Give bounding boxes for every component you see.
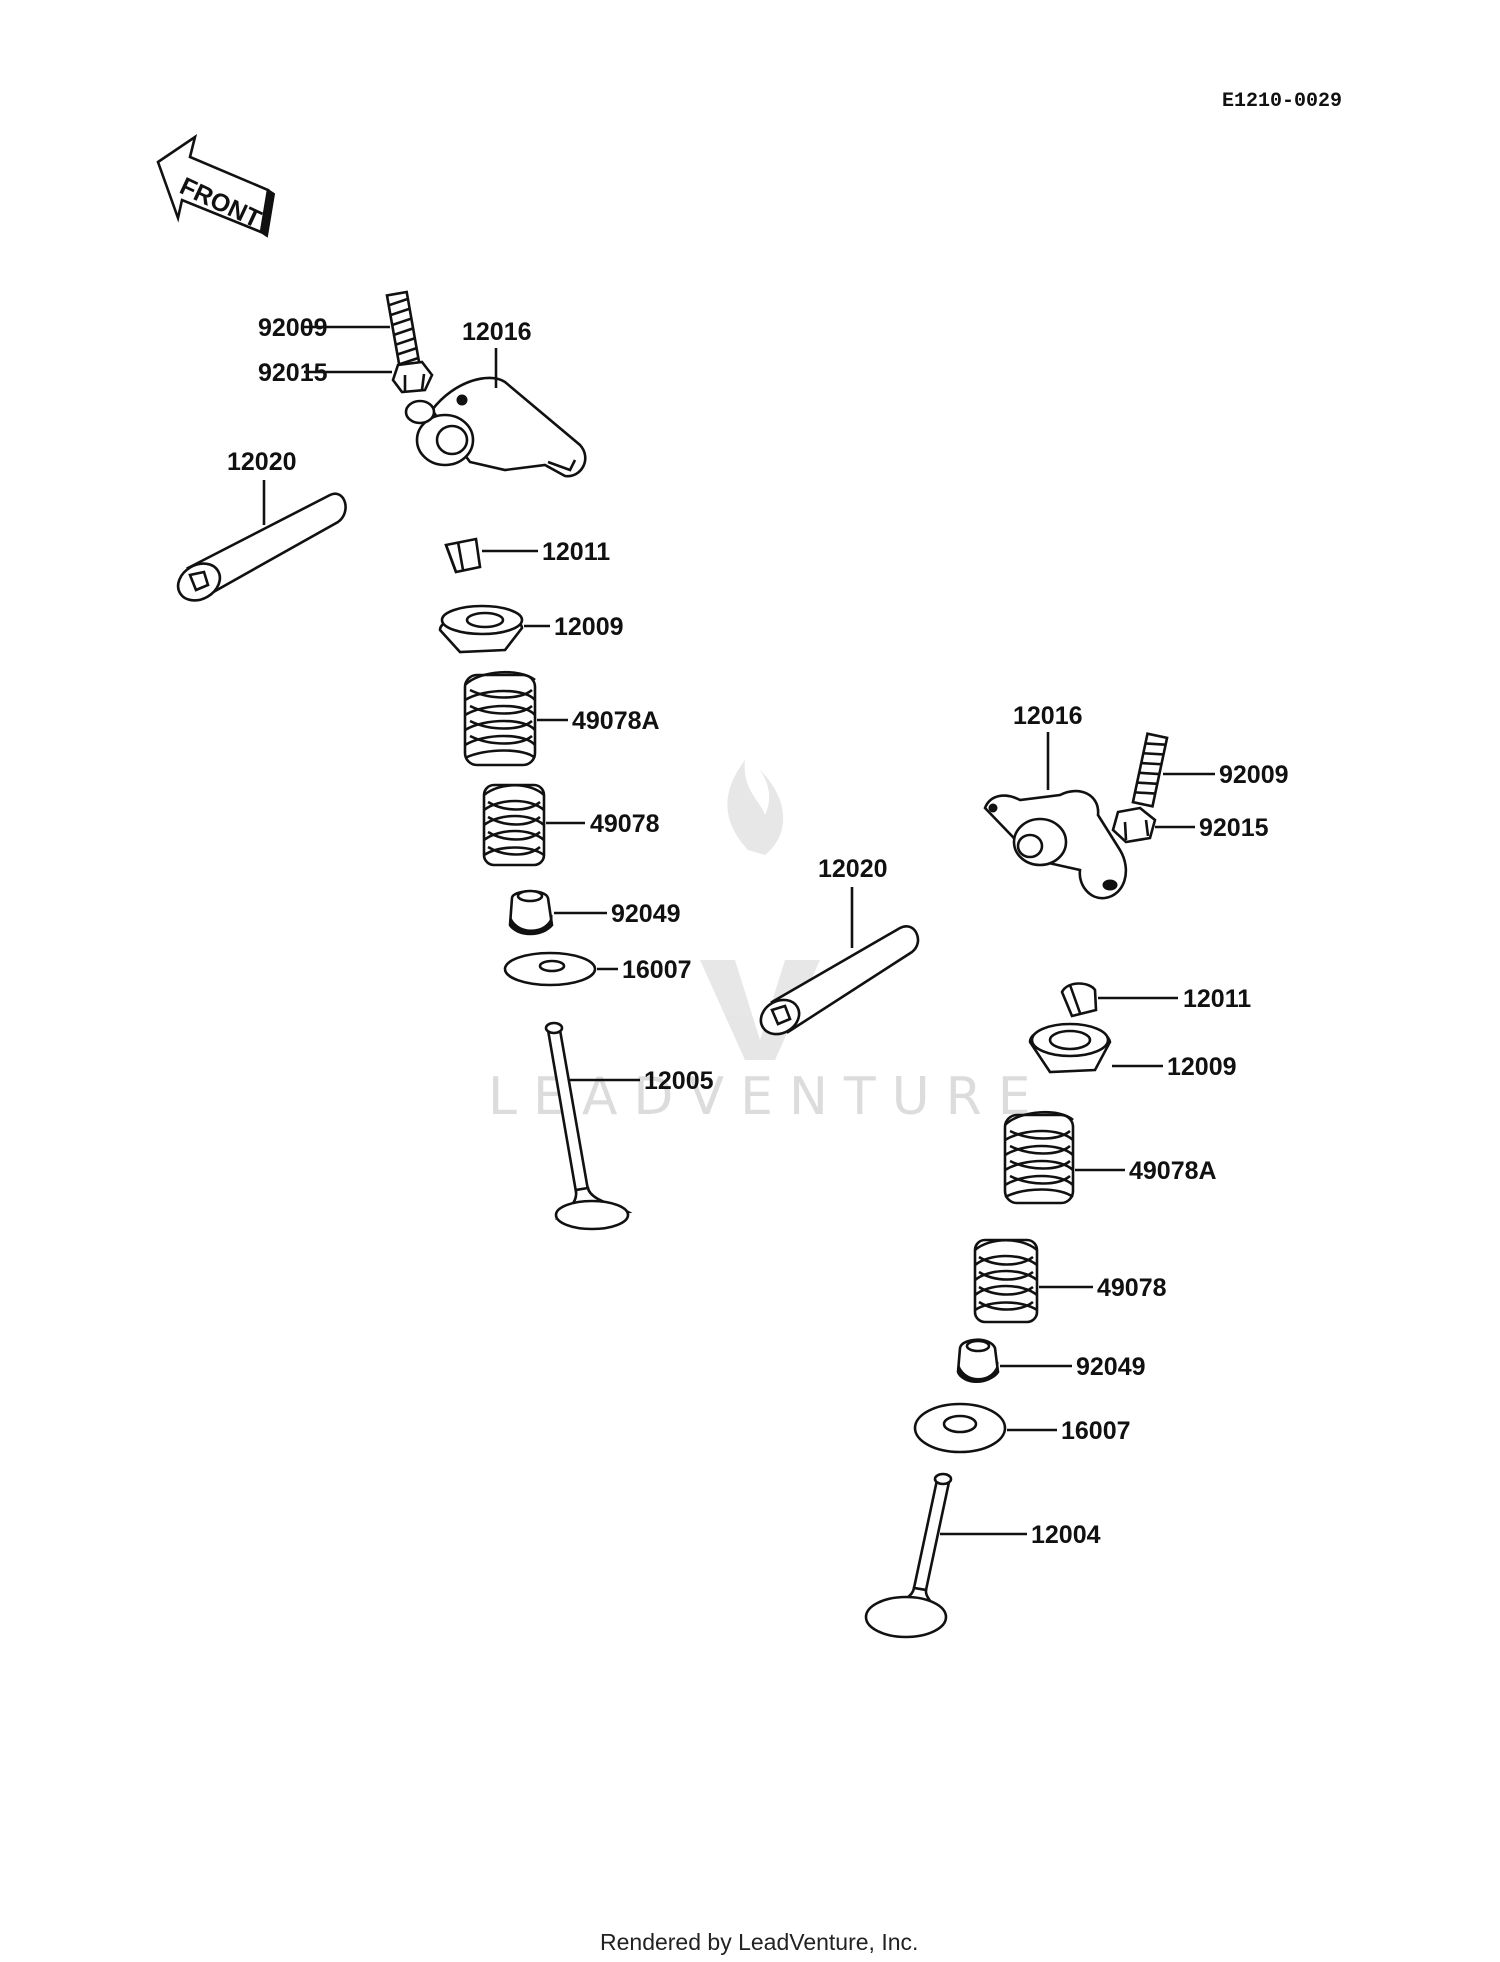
spring-retainer-left bbox=[438, 604, 524, 654]
callout-left-92015: 92015 bbox=[258, 359, 328, 387]
flame-v-logo bbox=[700, 760, 820, 1060]
rocker-arm-left bbox=[404, 376, 587, 478]
callout-right-49078A: 49078A bbox=[1129, 1157, 1217, 1185]
locknut-left bbox=[391, 360, 434, 394]
callout-left-92049: 92049 bbox=[611, 900, 681, 928]
spring-seat-washer-left bbox=[503, 951, 597, 987]
rocker-shaft-center bbox=[759, 925, 920, 1036]
callout-right-16007: 16007 bbox=[1061, 1417, 1131, 1445]
footer-credit: Rendered by LeadVenture, Inc. bbox=[600, 1929, 918, 1955]
callout-right-12011: 12011 bbox=[1183, 985, 1251, 1013]
callout-left-12005: 12005 bbox=[644, 1067, 714, 1095]
callout-left-12009: 12009 bbox=[554, 613, 624, 641]
valve-keeper-right bbox=[1060, 982, 1098, 1018]
callout-right-12009: 12009 bbox=[1167, 1053, 1237, 1081]
callout-left-12011: 12011 bbox=[542, 538, 610, 566]
intake-valve-right bbox=[864, 1472, 953, 1639]
callout-right-92015: 92015 bbox=[1199, 814, 1269, 842]
outer-valve-spring-right bbox=[1003, 1110, 1075, 1205]
callout-left-16007: 16007 bbox=[622, 956, 692, 984]
rocker-shaft-left bbox=[176, 492, 347, 602]
callout-right-12016: 12016 bbox=[1013, 702, 1083, 730]
callout-left-12020: 12020 bbox=[227, 448, 297, 476]
valve-stem-seal-right bbox=[956, 1338, 1000, 1383]
rocker-arm-right bbox=[983, 789, 1128, 900]
watermark-text: LEADVENTURE bbox=[488, 1067, 1047, 1127]
spring-seat-washer-right bbox=[913, 1402, 1007, 1454]
inner-valve-spring-right bbox=[973, 1238, 1039, 1324]
callout-left-49078A: 49078A bbox=[572, 707, 660, 735]
valve-keeper-left bbox=[444, 537, 482, 574]
valve-stem-seal-left bbox=[508, 889, 554, 936]
spring-retainer-right bbox=[1028, 1022, 1112, 1074]
watermark: LEADVENTURE bbox=[488, 760, 1047, 1127]
callout-left-12016: 12016 bbox=[462, 318, 532, 346]
callout-left-49078: 49078 bbox=[590, 810, 660, 838]
callout-right-49078: 49078 bbox=[1097, 1274, 1167, 1302]
callout-right-92049: 92049 bbox=[1076, 1353, 1146, 1381]
callout-right-92009: 92009 bbox=[1219, 761, 1289, 789]
adjusting-screw-right bbox=[1131, 732, 1169, 808]
front-arrow-icon: FRONT bbox=[156, 134, 276, 238]
locknut-right bbox=[1111, 806, 1157, 844]
outer-valve-spring-left bbox=[463, 670, 537, 767]
exhaust-valve-left bbox=[544, 1021, 633, 1231]
diagram-code: E1210-0029 bbox=[1222, 90, 1342, 113]
inner-valve-spring-left bbox=[482, 783, 546, 867]
callout-center-12020: 12020 bbox=[818, 855, 888, 883]
callout-right-12004: 12004 bbox=[1031, 1521, 1101, 1549]
callout-left-92009: 92009 bbox=[258, 314, 328, 342]
